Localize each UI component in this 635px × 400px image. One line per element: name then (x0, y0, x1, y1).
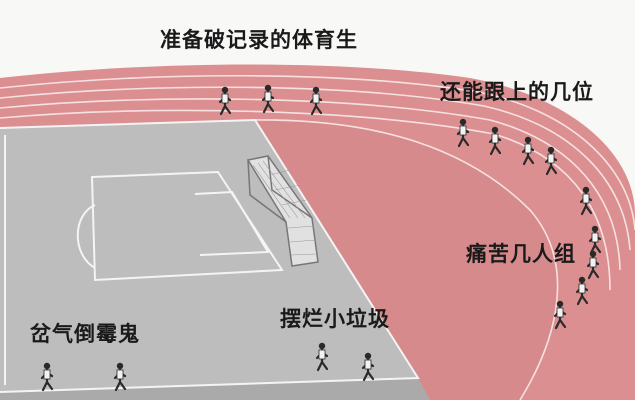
field-markings (0, 118, 420, 393)
label-unlucky: 岔气倒霉鬼 (30, 321, 140, 346)
lane-lines (0, 74, 635, 400)
label-keep-up: 还能跟上的几位 (440, 79, 594, 104)
football-field (0, 120, 418, 392)
label-suffering-group: 痛苦几人组 (466, 241, 576, 266)
label-record-breakers: 准备破记录的体育生 (160, 27, 358, 52)
goal-net (246, 155, 319, 267)
label-trash-pickers: 摆烂小垃圾 (280, 306, 390, 331)
